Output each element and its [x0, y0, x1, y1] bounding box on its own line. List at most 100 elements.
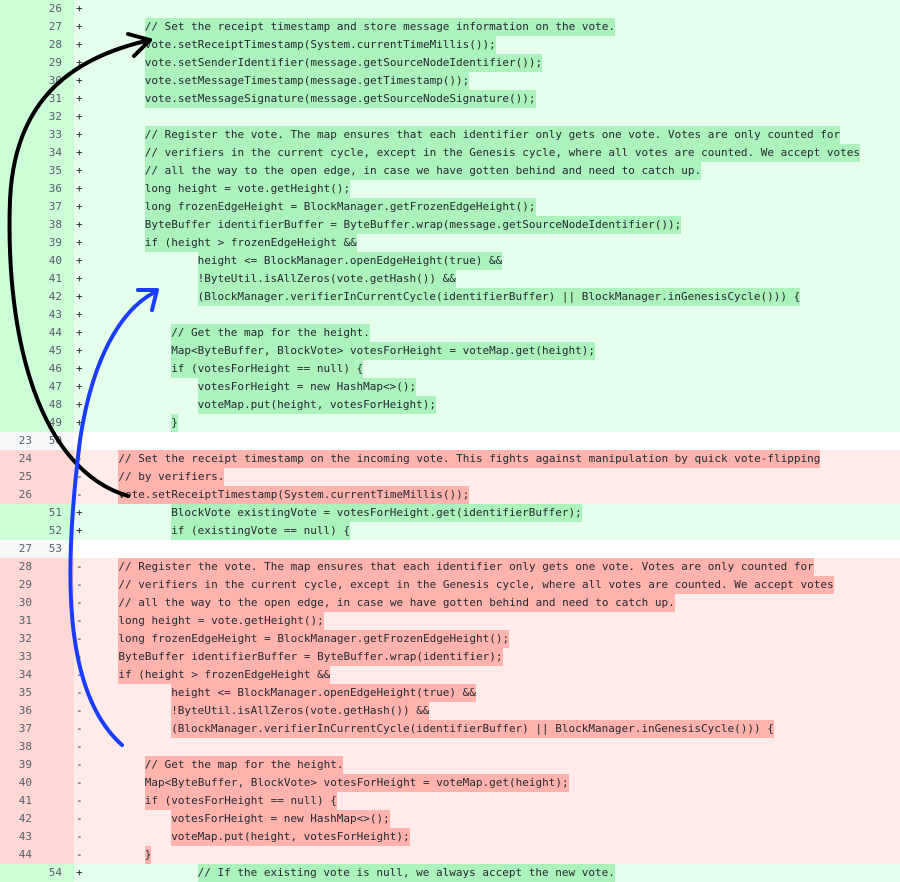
code-text: (BlockManager.verifierInCurrentCycle(ide…	[197, 288, 801, 306]
diff-marker: +	[76, 506, 83, 519]
old-line-number: 31	[18, 614, 32, 627]
diff-marker: +	[76, 416, 83, 429]
diff-line: 39+if (height > frozenEdgeHeight &&	[0, 234, 900, 252]
diff-marker: +	[76, 254, 83, 267]
diff-line: 28-// Register the vote. The map ensures…	[0, 558, 900, 576]
line-number-gutter: 34	[0, 666, 74, 684]
code-text: long frozenEdgeHeight = BlockManager.get…	[118, 630, 510, 648]
line-number-gutter: 36	[0, 702, 74, 720]
new-line-number: 40	[48, 254, 62, 267]
diff-marker: +	[76, 110, 83, 123]
diff-marker: -	[76, 632, 83, 645]
old-line-number: 26	[18, 488, 32, 501]
diff-line: 45+Map<ByteBuffer, BlockVote> votesForHe…	[0, 342, 900, 360]
line-number-gutter: 38	[0, 738, 74, 756]
new-line-number: 48	[48, 398, 62, 411]
diff-marker: -	[76, 650, 83, 663]
code-text: // Set the receipt timestamp on the inco…	[118, 450, 821, 468]
code-text: if (height > frozenEdgeHeight &&	[144, 234, 357, 252]
line-number-gutter: 29	[0, 54, 74, 72]
diff-line: 32- long frozenEdgeHeight = BlockManager.…	[0, 630, 900, 648]
diff-line: 34+// verifiers in the current cycle, ex…	[0, 144, 900, 162]
code-text: // Set the receipt timestamp and store m…	[144, 18, 615, 36]
line-number-gutter: 27 53	[0, 540, 74, 558]
code-text: long height = vote.getHeight();	[118, 612, 324, 630]
line-number-gutter: 45	[0, 342, 74, 360]
diff-line: 51+BlockVote existingVote = votesForHeig…	[0, 504, 900, 522]
diff-line: 42-votesForHeight = new HashMap<>();	[0, 810, 900, 828]
old-line-number: 39	[18, 758, 32, 771]
old-line-number: 42	[18, 812, 32, 825]
new-line-number: 26	[48, 2, 62, 15]
old-line-number: 43	[18, 830, 32, 843]
new-line-number: 51	[48, 506, 62, 519]
diff-marker: +	[76, 290, 83, 303]
old-line-number: 40	[18, 776, 32, 789]
new-line-number: 33	[48, 128, 62, 141]
line-number-gutter: 49	[0, 414, 74, 432]
line-number-gutter: 31	[0, 90, 74, 108]
diff-line: 41+!ByteUtil.isAllZeros(vote.getHash()) …	[0, 270, 900, 288]
diff-line: 35-height <= BlockManager.openEdgeHeight…	[0, 684, 900, 702]
line-number-gutter: 43	[0, 306, 74, 324]
new-line-number: 29	[48, 56, 62, 69]
code-text: long frozenEdgeHeight = BlockManager.get…	[144, 198, 536, 216]
diff-marker: -	[76, 668, 83, 681]
diff-line: 36- !ByteUtil.isAllZeros(vote.getHash()) …	[0, 702, 900, 720]
line-number-gutter: 40	[0, 774, 74, 792]
code-text: Map<ByteBuffer, BlockVote> votesForHeigh…	[144, 774, 569, 792]
old-line-number: 28	[18, 560, 32, 573]
diff-line: 37-(BlockManager.verifierInCurrentCycle(…	[0, 720, 900, 738]
new-line-number: 32	[48, 110, 62, 123]
new-line-number: 53	[48, 542, 62, 555]
old-line-number: 30	[18, 596, 32, 609]
diff-line: 31+vote.setMessageSignature(message.getS…	[0, 90, 900, 108]
line-number-gutter: 51	[0, 504, 74, 522]
code-text: ByteBuffer identifierBuffer = ByteBuffer…	[144, 216, 682, 234]
diff-line: 25-// by verifiers.	[0, 468, 900, 486]
new-line-number: 38	[48, 218, 62, 231]
line-number-gutter: 42	[0, 288, 74, 306]
diff-line: 42+ (BlockManager.verifierInCurrentCycle(…	[0, 288, 900, 306]
old-line-number: 27	[18, 542, 32, 555]
diff-marker: +	[76, 344, 83, 357]
diff-marker: -	[76, 488, 83, 501]
line-number-gutter: 32	[0, 630, 74, 648]
code-text: voteMap.put(height, votesForHeight);	[171, 828, 410, 846]
line-number-gutter: 38	[0, 216, 74, 234]
diff-line: 24- // Set the receipt timestamp on the i…	[0, 450, 900, 468]
diff-line: 52+if (existingVote == null) {	[0, 522, 900, 540]
code-text: vote.setSenderIdentifier(message.getSour…	[144, 54, 543, 72]
diff-line: 40 - Map<ByteBuffer, BlockVote> votesForHe…	[0, 774, 900, 792]
diff-marker: +	[76, 398, 83, 411]
diff-marker: +	[76, 74, 83, 87]
diff-marker: +	[76, 128, 83, 141]
line-number-gutter: 24	[0, 450, 74, 468]
diff-marker: -	[76, 452, 83, 465]
code-text: if (existingVote == null) {	[171, 522, 350, 540]
diff-marker: +	[76, 2, 83, 15]
code-text: if (height > frozenEdgeHeight &&	[118, 666, 331, 684]
diff-marker: +	[76, 38, 83, 51]
code-text: !ByteUtil.isAllZeros(vote.getHash()) &&	[171, 702, 430, 720]
line-number-gutter: 39	[0, 234, 74, 252]
code-text: // If the existing vote is null, we alwa…	[197, 864, 615, 882]
diff-marker: -	[76, 830, 83, 843]
diff-marker: -	[76, 776, 83, 789]
diff-line: 36+long height = vote.getHeight();	[0, 180, 900, 198]
line-number-gutter: 42	[0, 810, 74, 828]
diff-marker: +	[76, 524, 83, 537]
old-line-number: 35	[18, 686, 32, 699]
diff-marker: -	[76, 812, 83, 825]
diff-marker: -	[76, 704, 83, 717]
diff-marker: -	[76, 560, 83, 573]
line-number-gutter: 48	[0, 396, 74, 414]
diff-marker: -	[76, 740, 83, 753]
diff-marker: +	[76, 326, 83, 339]
diff-marker: -	[76, 614, 83, 627]
new-line-number: 39	[48, 236, 62, 249]
diff-marker: -	[76, 794, 83, 807]
diff-line: 35+// all the way to the open edge, in c…	[0, 162, 900, 180]
diff-line: 54+// If the existing vote is null, we a…	[0, 864, 900, 882]
